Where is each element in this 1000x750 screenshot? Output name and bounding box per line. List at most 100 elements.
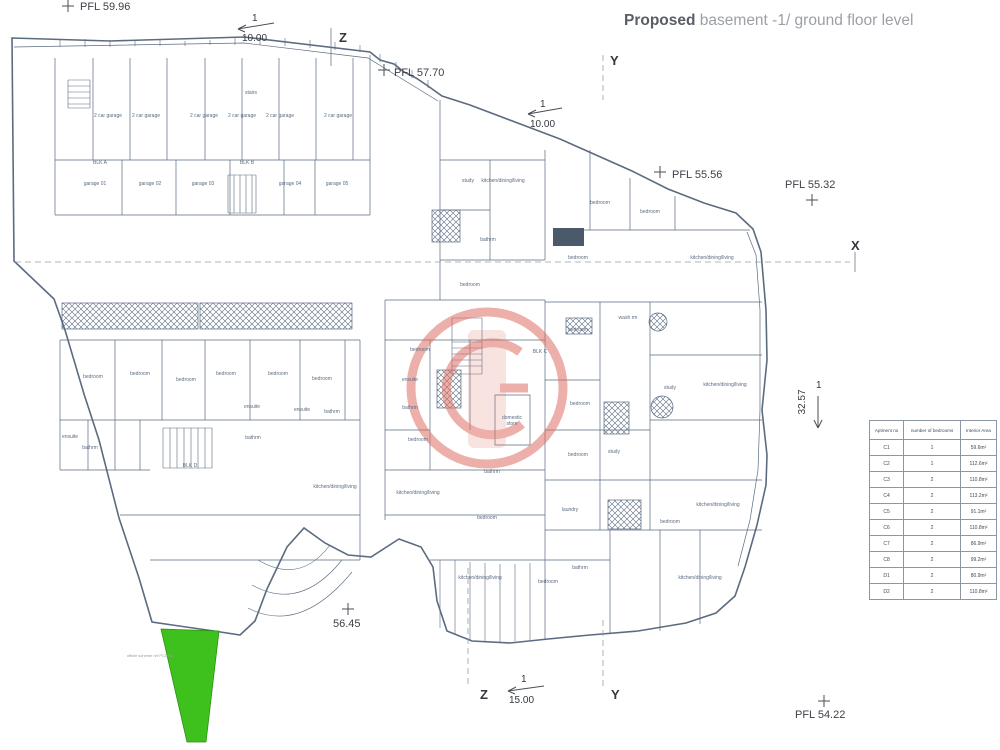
room-label: 2 car garage	[228, 113, 256, 119]
room-label: bathrm	[480, 237, 496, 243]
room-label: bedroom	[408, 437, 428, 443]
room-label: study	[462, 178, 474, 184]
room-label: BLK A	[93, 160, 108, 166]
scale-bottom-den: 15.00	[509, 695, 534, 706]
room-label: kitchen/dining/living	[313, 484, 357, 490]
axis-z-bottom: Z	[480, 687, 488, 702]
site-note: offsite scheme ref PCD/10	[127, 653, 174, 658]
room-label: bedroom	[477, 515, 497, 521]
room-label: bedroom	[568, 255, 588, 261]
room-label: bathrm	[324, 409, 340, 415]
room-label: kitchen/dining/living	[396, 490, 440, 496]
axis-y-top: Y	[610, 53, 619, 68]
room-label: 2 car garage	[190, 113, 218, 119]
room-label: BLK B	[240, 160, 255, 166]
room-label: store	[506, 421, 517, 427]
room-label: bedroom	[568, 452, 588, 458]
pfl-5770-label: PFL 57.70	[394, 67, 444, 79]
pfl-5422-label: PFL 54.22	[795, 709, 845, 721]
cross-markers	[62, 0, 830, 707]
room-label: kitchen/dining/living	[678, 575, 722, 581]
window-ticks	[59, 37, 429, 88]
room-label: ensuite	[402, 377, 418, 383]
room-label: ensuite	[62, 434, 78, 440]
room-label: bedroom	[660, 519, 680, 525]
room-label: 2 car garage	[94, 113, 122, 119]
room-label: bathrm	[82, 445, 98, 451]
room-label: BLK C	[533, 349, 548, 355]
col-area: Interior Area	[959, 420, 998, 440]
apartment-table: Aptment no number of bedrooms Interior A…	[868, 420, 998, 600]
room-label: garage 01	[84, 181, 107, 187]
room-label: bedroom	[460, 282, 480, 288]
solid-core	[553, 228, 584, 246]
room-label: bathrm	[572, 565, 588, 571]
col-apartment: Aptment no	[868, 420, 905, 440]
room-label: kitchen/dining/living	[458, 575, 502, 581]
room-label: bathrm	[245, 435, 261, 441]
room-label: bedroom	[640, 209, 660, 215]
room-labels: 2 car garage 2 car garage 2 car garage 2 ca…	[62, 90, 747, 585]
stair-lines	[67, 79, 483, 469]
room-label: bedroom	[312, 376, 332, 382]
dim-3257-label: 32.57	[797, 389, 808, 414]
room-label: garage 04	[279, 181, 302, 187]
room-label: bedroom	[268, 371, 288, 377]
ramp-lines	[439, 560, 531, 642]
room-label: kitchen/dining/living	[703, 382, 747, 388]
room-label: bathrm	[402, 405, 418, 411]
axis-dashed-lines	[15, 55, 850, 686]
room-label: bedroom	[590, 200, 610, 206]
dim-3257-num: 1	[816, 380, 822, 391]
scale-mid-den: 10.00	[530, 119, 555, 130]
room-label: kitchen/dining/living	[481, 178, 525, 184]
axis-z-top: Z	[339, 30, 347, 45]
pfl-5532-label: PFL 55.32	[785, 179, 835, 191]
inner-wall-lines	[13, 42, 761, 567]
room-label: bedroom	[570, 401, 590, 407]
pfl-5556-label: PFL 55.56	[672, 169, 722, 181]
room-label: bathrm	[484, 469, 500, 475]
drawing-title: Proposed basement -1/ ground floor level	[624, 12, 1000, 30]
room-label: domestic	[502, 415, 523, 421]
room-label: study	[664, 385, 676, 391]
watermark-logo	[406, 307, 568, 469]
garage-walls	[54, 55, 371, 216]
scale-top-den: 10.00	[242, 33, 267, 44]
room-label: laundry	[562, 507, 579, 513]
room-label: 2 car garage	[324, 113, 352, 119]
pfl-5996-label: PFL 59.96	[80, 1, 130, 13]
room-label: bedroom	[410, 347, 430, 353]
room-label: garage 02	[139, 181, 162, 187]
room-label: bedroom	[130, 371, 150, 377]
axis-y-bottom: Y	[611, 687, 620, 702]
room-label: BLK D	[183, 463, 198, 469]
scale-arrows	[237, 22, 823, 695]
axis-x-right: X	[851, 238, 860, 253]
left-wing-walls	[59, 339, 361, 561]
room-label: garage 03	[192, 181, 215, 187]
room-label: bedroom	[83, 374, 103, 380]
hatched-voids	[61, 209, 674, 530]
room-label: wash rm	[619, 315, 638, 321]
green-zone	[160, 628, 220, 743]
curved-steps	[247, 544, 353, 617]
room-label: 2 car garage	[132, 113, 160, 119]
central-walls	[384, 100, 546, 640]
room-label: garage 05	[326, 181, 349, 187]
scale-mid-num: 1	[540, 99, 546, 110]
room-label: kitchen/dining/living	[696, 502, 740, 508]
room-label: ensuite	[294, 407, 310, 413]
room-label: bedroom	[538, 579, 558, 585]
level-5645-label: 56.45	[333, 618, 361, 630]
